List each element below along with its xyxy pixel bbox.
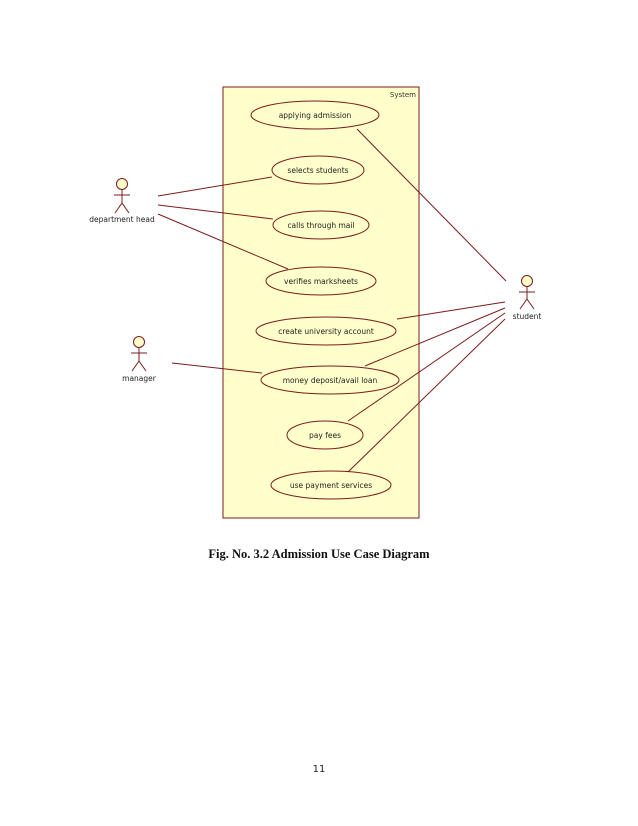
use-case-selects-students: selects students [271, 155, 365, 185]
actor-department-head [114, 178, 130, 214]
page-number: 11 [312, 764, 326, 775]
use-case-calls-through-mail: calls through mail [272, 210, 370, 240]
assoc-student-money [364, 307, 506, 367]
use-case-use-payment-services: use payment services [270, 470, 392, 500]
use-case-label: selects students [287, 166, 348, 175]
assoc-student-create [396, 301, 506, 320]
use-case-create-university-account: create university account [255, 316, 397, 346]
assoc-student-payment [347, 318, 506, 473]
use-case-pay-fees: pay fees [286, 420, 364, 450]
assoc-student-payfees [347, 312, 506, 422]
use-case-label: pay fees [309, 431, 341, 440]
actor-head-icon [116, 178, 128, 190]
use-case-label: create university account [278, 327, 374, 336]
system-label: System [390, 91, 416, 99]
use-case-money-deposit: money deposit/avail loan [260, 365, 400, 395]
use-case-label: money deposit/avail loan [283, 376, 378, 385]
actor-label-student: student [513, 312, 542, 321]
use-case-label: calls through mail [287, 221, 354, 230]
actor-label-department-head: department head [89, 215, 155, 224]
associations [157, 128, 507, 473]
actor-manager [131, 336, 147, 372]
system-boundary [222, 86, 420, 519]
figure-caption: Fig. No. 3.2 Admission Use Case Diagram [208, 547, 430, 561]
assoc-depthead-calls [157, 204, 274, 220]
assoc-student-applying [356, 128, 507, 282]
actor-head-icon [521, 275, 533, 287]
actor-head-icon [133, 336, 145, 348]
use-case-applying-admission: applying admission [250, 100, 380, 130]
actor-label-manager: manager [122, 374, 157, 383]
assoc-depthead-selects [157, 176, 273, 197]
assoc-depthead-verifies [157, 213, 289, 270]
use-case-label: applying admission [279, 111, 352, 120]
actor-student [519, 275, 535, 310]
assoc-manager-money [171, 362, 263, 374]
use-case-verifies-marksheets: verifies marksheets [265, 266, 377, 296]
use-case-label: verifies marksheets [284, 277, 358, 286]
use-case-label: use payment services [290, 481, 372, 490]
